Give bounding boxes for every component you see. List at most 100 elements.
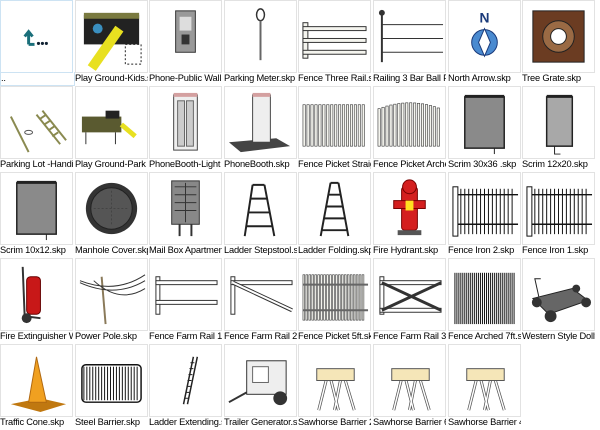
stepstool-icon [243, 183, 276, 237]
file-thumbnail[interactable] [224, 172, 297, 245]
file-item[interactable]: Parking Lot -Handic... [0, 86, 73, 172]
file-item[interactable]: Fence Arched 7ft.skp [448, 258, 521, 344]
file-thumbnail[interactable] [373, 172, 446, 245]
file-thumbnail[interactable] [373, 344, 446, 417]
file-thumbnail[interactable] [149, 86, 222, 159]
file-thumbnail[interactable]: N [448, 0, 521, 73]
scrim-light-icon [545, 94, 574, 155]
file-item[interactable]: Power Pole.skp [75, 258, 148, 344]
file-thumbnail[interactable] [298, 86, 371, 159]
file-thumbnail[interactable] [373, 0, 446, 73]
file-name-label: .. [0, 72, 75, 86]
file-thumbnail[interactable] [298, 172, 371, 245]
file-item[interactable]: Sawhorse Barrier 4'... [448, 344, 521, 430]
file-item[interactable]: Western Style Dolly... [522, 258, 595, 344]
file-item[interactable]: Traffic Cone.skp [0, 344, 73, 430]
steel-barrier-icon [81, 363, 142, 403]
file-thumbnail[interactable] [448, 172, 521, 245]
file-name-label: Fence Farm Rail 3.s... [373, 331, 446, 341]
file-thumbnail[interactable] [224, 0, 297, 73]
file-thumbnail[interactable] [75, 258, 148, 331]
file-thumbnail[interactable] [149, 172, 222, 245]
file-thumbnail[interactable] [224, 86, 297, 159]
file-thumbnail[interactable] [0, 0, 73, 73]
file-name-label: Tree Grate.skp [522, 73, 581, 83]
file-thumbnail[interactable] [448, 344, 521, 417]
file-item[interactable]: Fence Iron 2.skp [448, 172, 521, 258]
phone-booth-icon [173, 92, 198, 151]
file-thumbnail[interactable] [448, 258, 521, 331]
file-item[interactable]: Scrim 12x20.skp [522, 86, 595, 172]
file-thumbnail[interactable] [0, 86, 73, 159]
file-thumbnail[interactable] [0, 172, 73, 245]
file-name-label: Mail Box Apartment ... [149, 245, 222, 255]
file-name-label: Ladder Stepstool.skp [224, 245, 297, 255]
file-item[interactable]: PhoneBooth.skp [224, 86, 297, 172]
file-name-label: Railing 3 Bar Ball P... [373, 73, 446, 83]
file-thumbnail[interactable] [75, 172, 148, 245]
file-item[interactable]: Tree Grate.skp [522, 0, 595, 86]
file-name-label: Sawhorse Barrier 2'... [298, 417, 371, 427]
file-name-label: Fence Farm Rail 1.s... [149, 331, 222, 341]
file-item[interactable]: Ladder Folding.skp [298, 172, 371, 258]
file-item[interactable]: Fence Iron 1.skp [522, 172, 595, 258]
file-thumbnail[interactable] [0, 344, 73, 417]
svg-text:N: N [480, 11, 490, 26]
file-thumbnail[interactable] [0, 258, 73, 331]
file-thumbnail[interactable] [522, 86, 595, 159]
file-item[interactable]: Parking Meter.skp [224, 0, 297, 86]
file-thumbnail[interactable] [149, 344, 222, 417]
file-item[interactable]: Steel Barrier.skp [75, 344, 148, 430]
file-item[interactable]: Fire Extinguisher W... [0, 258, 73, 344]
file-name-label: Ladder Folding.skp [298, 245, 371, 255]
playground-park-icon [81, 110, 137, 145]
fence-rail-icon [302, 22, 367, 59]
farm-rail-2-icon [230, 276, 293, 315]
file-item[interactable]: Play Ground-Park E... [75, 86, 148, 172]
file-item[interactable]: Ladder Extending.skp [149, 344, 222, 430]
file-item[interactable]: Fence Farm Rail 1.s... [149, 258, 222, 344]
file-item[interactable]: Fence Farm Rail 2.s... [224, 258, 297, 344]
file-item[interactable]: .. [0, 0, 75, 86]
file-item[interactable]: Sawhorse Barrier 6'... [373, 344, 446, 430]
file-thumbnail[interactable] [373, 258, 446, 331]
file-item[interactable]: Fence Farm Rail 3.s... [373, 258, 446, 344]
file-item[interactable]: Fence Picket Straig... [298, 86, 371, 172]
file-item[interactable]: Fence Picket Arche... [373, 86, 446, 172]
file-thumbnail[interactable] [224, 258, 297, 331]
file-thumbnail[interactable] [522, 172, 595, 245]
file-thumbnail[interactable] [298, 344, 371, 417]
file-thumbnail[interactable] [149, 258, 222, 331]
power-pole-icon [79, 274, 146, 325]
file-item[interactable]: Sawhorse Barrier 2'... [298, 344, 371, 430]
file-item[interactable]: Trailer Generator.skp [224, 344, 297, 430]
hydrant-icon [393, 179, 426, 236]
file-thumbnail[interactable] [75, 86, 148, 159]
file-item[interactable]: Railing 3 Bar Ball P... [373, 0, 446, 86]
file-item[interactable]: Fence Three Rail.skp [298, 0, 371, 86]
file-thumbnail[interactable] [373, 86, 446, 159]
file-item[interactable]: Phone-Public Wall ... [149, 0, 222, 86]
file-item[interactable]: Play Ground-Kids.skp [75, 0, 148, 86]
iron-fence-icon [526, 186, 593, 237]
file-item[interactable]: Scrim 30x36 .skp [448, 86, 521, 172]
file-thumbnail[interactable] [149, 0, 222, 73]
file-thumbnail[interactable] [522, 258, 595, 331]
file-item[interactable]: Manhole Cover.skp [75, 172, 148, 258]
picket-5ft-icon [302, 274, 369, 321]
file-item[interactable]: Fence Picket 5ft.skp [298, 258, 371, 344]
file-item[interactable]: Scrim 10x12.skp [0, 172, 73, 258]
file-item[interactable]: Ladder Stepstool.skp [224, 172, 297, 258]
file-thumbnail[interactable] [298, 0, 371, 73]
file-item[interactable]: PhoneBooth-Light ... [149, 86, 222, 172]
file-item[interactable]: Mail Box Apartment ... [149, 172, 222, 258]
file-thumbnail[interactable] [522, 0, 595, 73]
file-thumbnail[interactable] [224, 344, 297, 417]
file-item[interactable]: Fire Hydrant.skp [373, 172, 446, 258]
file-thumbnail[interactable] [448, 86, 521, 159]
file-thumbnail[interactable] [298, 258, 371, 331]
file-thumbnail[interactable] [75, 0, 148, 73]
file-thumbnail[interactable] [75, 344, 148, 417]
